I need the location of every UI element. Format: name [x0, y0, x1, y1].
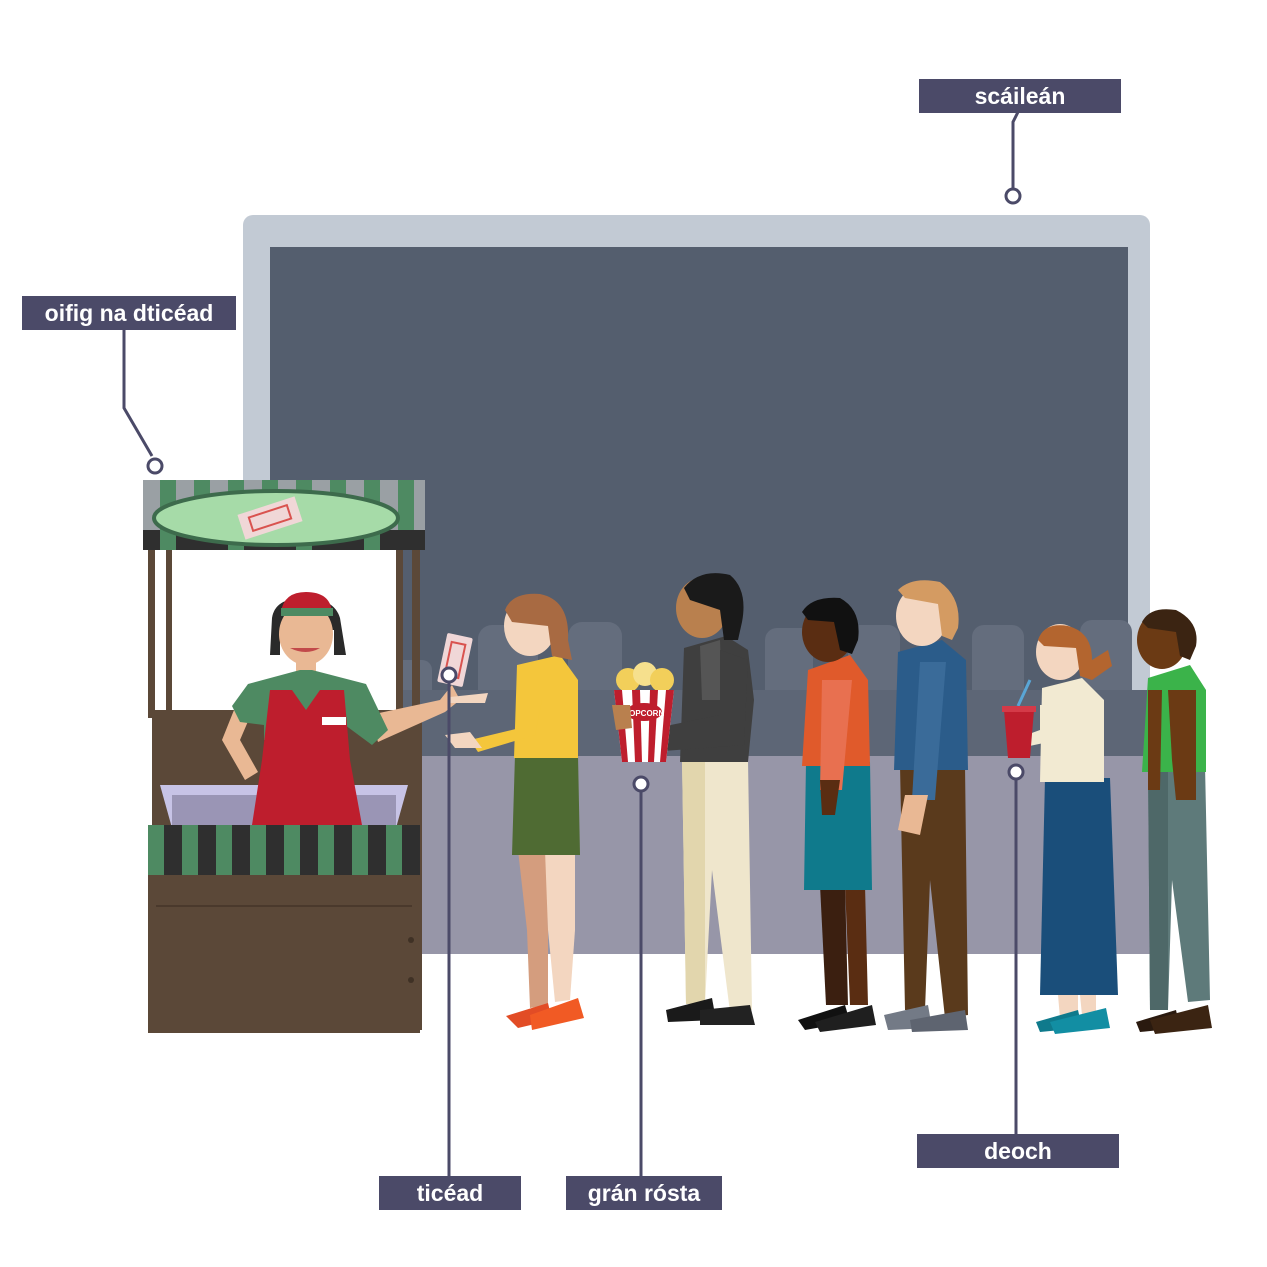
customer-3-figure [798, 597, 876, 1032]
label-screen: scáileán [919, 79, 1121, 113]
label-popcorn: grán rósta [566, 1176, 722, 1210]
drink-cup-icon [1002, 679, 1036, 758]
label-leader-lines [122, 111, 1025, 1176]
ticket-sign-icon [237, 496, 303, 540]
cashier-figure [222, 592, 473, 825]
label-ticket: ticéad [379, 1176, 521, 1210]
label-drink: deoch [917, 1134, 1119, 1168]
customer-5-figure [1002, 624, 1118, 1034]
customer-6-figure [1136, 609, 1212, 1034]
customer-1-figure [445, 593, 584, 1030]
customer-4-figure [884, 580, 968, 1032]
label-ticket-office: oifig na dticéad [22, 296, 236, 330]
customer-2-figure: POPCORN [612, 573, 755, 1025]
popcorn-box-text: POPCORN [624, 709, 665, 718]
